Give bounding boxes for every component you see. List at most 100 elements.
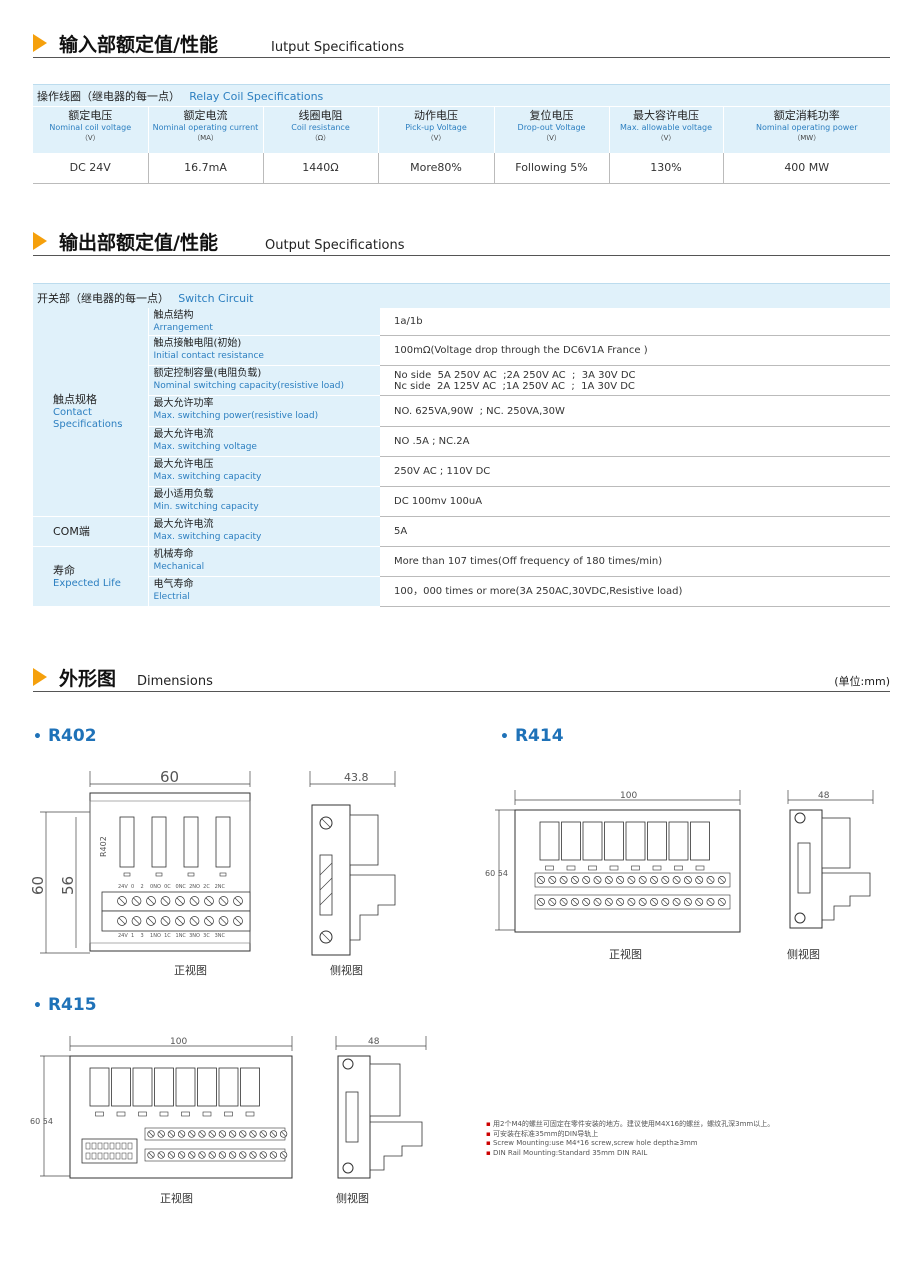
connector-pin [115,1152,121,1160]
led-indicator [123,872,131,877]
table-row: 额定控制容量(电阻负载)Nominal switching capacity(r… [33,365,890,396]
screw-slot [133,897,140,905]
input-section-header: 输入部额定值/性能 Iutput Specifications [33,30,890,58]
screw-slot [281,1131,286,1137]
note-line: DIN Rail Mounting:Standard 35mm DIN RAIL [486,1149,774,1159]
screw-slot [191,917,198,925]
screw-slot [205,897,213,905]
led-indicator [155,872,163,877]
screw-slot [606,899,612,905]
screw-slot [179,1152,184,1158]
relay-outline [668,821,689,861]
screw-slot [230,1131,235,1137]
relay-outline [690,821,710,861]
screw-slot [261,1152,266,1158]
section-title-cn: 外形图 [59,668,117,690]
row-label: 触点接触电阻(初始)Initial contact resistance [147,335,380,366]
section-title-cn: 输入部额定值/性能 [59,34,218,56]
table-caption-row: 操作线圈（继电器的每一点） Relay Coil Specifications [33,84,890,107]
screw-slot [640,877,646,883]
relay-outline [647,821,667,861]
relay-outline [218,1067,239,1107]
screw-slot [133,917,140,925]
r414-front-label: 正视图 [609,948,642,961]
model-r415-title: •R415 [33,995,97,1015]
r415-front-label: 正视图 [160,1192,193,1205]
model-r414-title: •R414 [500,726,564,746]
connector-pin [91,1142,97,1150]
connector-pin [97,1152,103,1160]
row-value: DC 100mv 100uA [380,486,890,517]
screw-slot [179,1131,184,1137]
screw-slot [220,897,227,905]
led-indicator [202,1111,212,1117]
unit-label: (单位:mm) [834,675,890,688]
screw-slot [220,1152,225,1158]
screw-slot [662,899,668,905]
relay-outline [582,821,603,861]
r402-front-view: 60 60 56 R402 24V 0 2 0NO 0C 0NC 2NO 2C … [29,768,251,954]
r415-side-label: 侧视图 [336,1192,369,1205]
connector-pin [115,1142,121,1150]
screw-slot [250,1152,256,1158]
led-indicator [674,865,683,871]
r402-board-label: R402 [99,836,108,857]
relay-outline [240,1067,260,1107]
screw-slot [147,917,155,925]
relay-outline [625,821,646,861]
screw-slot [549,877,555,883]
screw-slot [617,899,623,905]
screw-slot [220,1131,225,1137]
screw-slot [199,1152,205,1158]
led-indicator [545,865,554,871]
screw-slot [651,899,657,905]
led-indicator [219,872,227,877]
screw-slot [250,1131,256,1137]
led-indicator [245,1111,255,1117]
led-indicator [631,865,640,871]
connector-pin [103,1142,109,1150]
screw-slot [685,899,691,905]
row-value: NO. 625VA,90W ; NC. 250VA,30W [380,395,890,427]
caption-en: Switch Circuit [178,291,254,305]
model-r402-title: •R402 [33,726,97,746]
relay-outline [111,1067,131,1107]
screw-slot [118,897,126,905]
screw-slot [651,877,657,883]
screw-slot [230,1152,235,1158]
group-com: COM端 [33,516,148,547]
relay-outline [175,1067,196,1107]
screw-slot [162,917,169,925]
connector-pin [109,1142,115,1150]
note-line: 用2个M4的螺丝可固定在零件安装的地方。建议使用M4X16的螺丝，螺纹孔深3mm… [486,1120,774,1130]
led-indicator [609,865,619,871]
mounting-notes: 用2个M4的螺丝可固定在零件安装的地方。建议使用M4X16的螺丝，螺纹孔深3mm… [486,1120,774,1158]
r415-height-label: 60 54 [30,1117,53,1126]
row-value: 250V AC ; 110V DC [380,456,890,487]
screw-slot [572,877,578,883]
table-cell: 400 MW [722,152,890,184]
r415-side-view: 48 [335,1036,427,1179]
r402-height-inner-label: 56 [59,876,77,895]
screw-slot [234,897,242,905]
r402-side-label: 侧视图 [330,964,363,977]
r402-side-dim-label: 43.8 [344,771,369,784]
relay-outline [151,816,167,868]
screw-slot [561,877,566,883]
screw-slot [169,1152,174,1158]
screw-slot [240,1152,245,1158]
table-cell: Following 5% [493,152,609,184]
led-indicator [159,1111,169,1117]
screw-slot [234,917,242,925]
relay-outline [89,1067,110,1107]
led-indicator [187,872,195,877]
screw-slot [148,1152,154,1158]
